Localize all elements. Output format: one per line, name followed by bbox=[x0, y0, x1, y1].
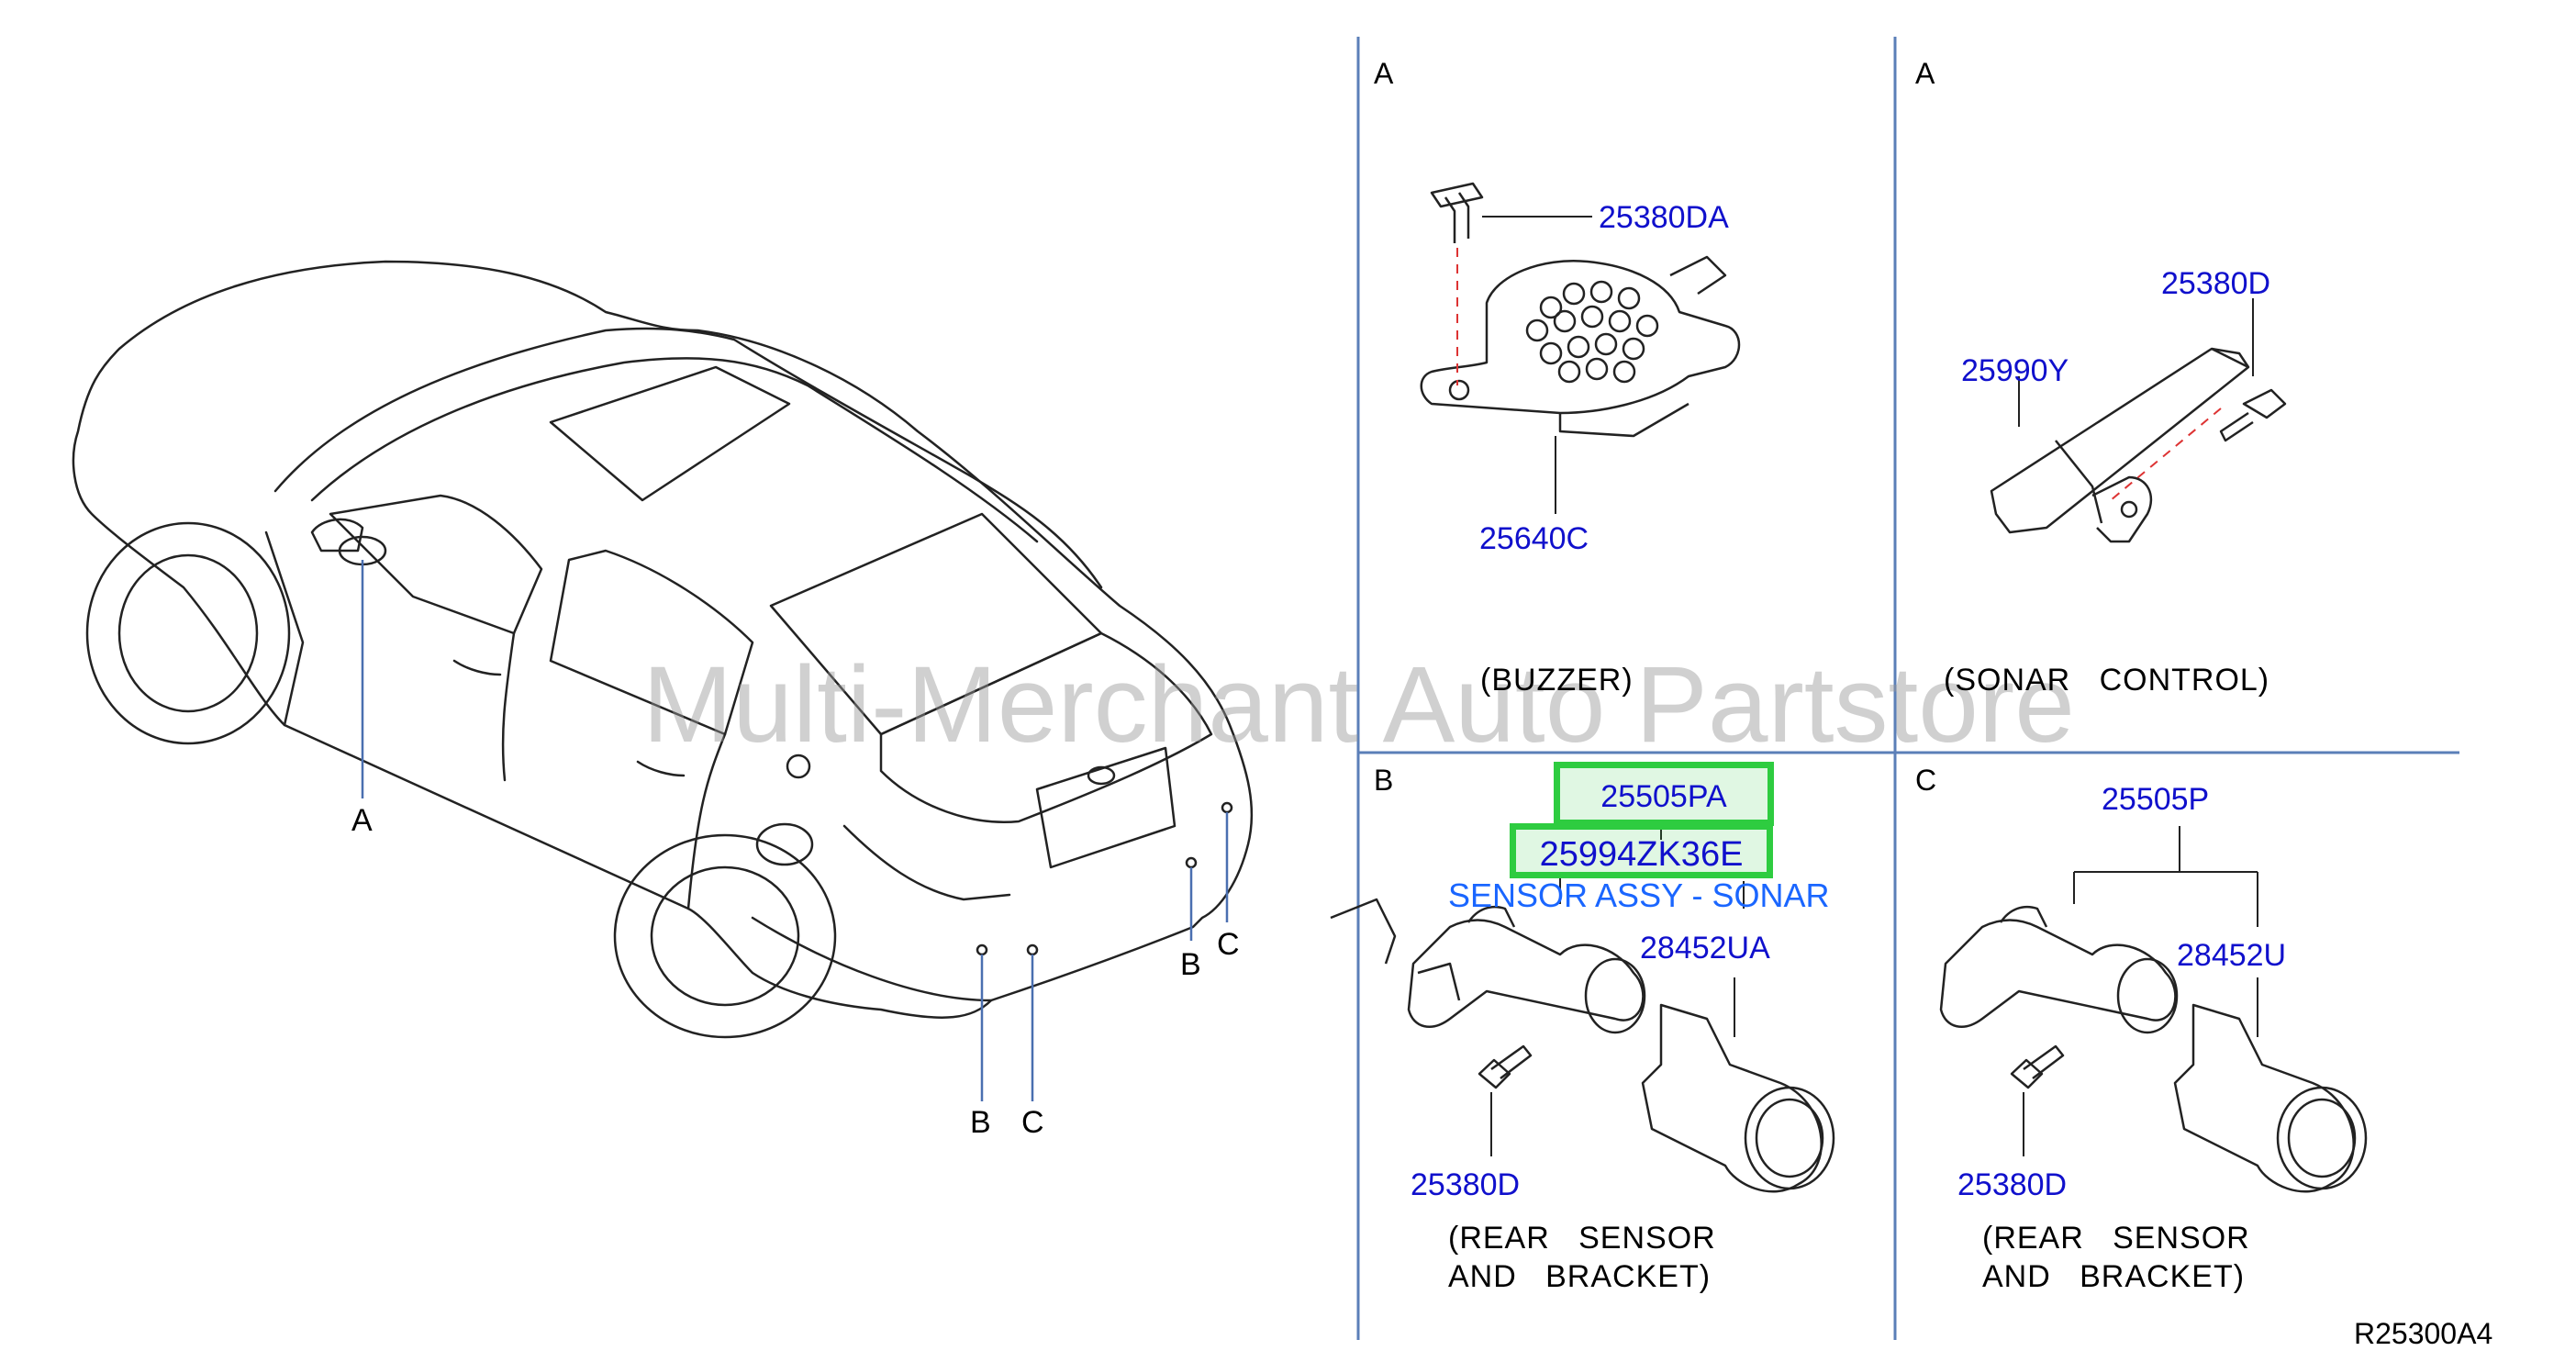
diagram-reference: R25300A4 bbox=[2354, 1317, 2493, 1350]
part-number-28452ua[interactable]: 28452UA bbox=[1640, 931, 1770, 966]
callout-a: A bbox=[351, 803, 373, 838]
car-illustration bbox=[72, 260, 1254, 1039]
callout-b-upper: B bbox=[1180, 947, 1201, 982]
callout-c-upper: C bbox=[1217, 927, 1240, 962]
rear-sensor-c-drawing bbox=[1939, 905, 2368, 1193]
caption-sonar-control: (SONAR CONTROL) bbox=[1944, 663, 2270, 698]
part-number-25505pa: 25505PA bbox=[1600, 779, 1727, 814]
part-number-25994zk36e: 25994ZK36E bbox=[1539, 835, 1744, 874]
rear-sensor-b-drawing bbox=[1330, 898, 1835, 1193]
part-number-25505p[interactable]: 25505P bbox=[2102, 782, 2210, 817]
highlight-25994zk36e[interactable]: 25994ZK36E bbox=[1510, 823, 1773, 878]
caption-rear-b: (REAR SENSOR AND BRACKET) bbox=[1448, 1221, 1716, 1294]
part-number-25380d-sonar[interactable]: 25380D bbox=[2161, 266, 2271, 301]
sonar-control-drawing bbox=[1990, 347, 2287, 543]
part-number-25990y[interactable]: 25990Y bbox=[1961, 353, 2069, 388]
callout-c-lower: C bbox=[1021, 1105, 1044, 1140]
section-label-rear-b: B bbox=[1374, 764, 1394, 797]
section-label-sonar-control: A bbox=[1915, 57, 1935, 90]
section-label-rear-c: C bbox=[1915, 764, 1937, 797]
buzzer-holes bbox=[1525, 280, 1659, 384]
part-number-25380da[interactable]: 25380DA bbox=[1599, 200, 1729, 235]
callout-b-lower: B bbox=[970, 1105, 991, 1140]
highlight-25505pa[interactable]: 25505PA bbox=[1554, 762, 1774, 826]
buzzer-drawing bbox=[1420, 182, 1741, 438]
part-number-25380d-rear-b[interactable]: 25380D bbox=[1411, 1167, 1521, 1202]
part-number-28452u[interactable]: 28452U bbox=[2177, 938, 2287, 973]
part-number-25380d-rear-c[interactable]: 25380D bbox=[1957, 1167, 2068, 1202]
panel-dividers bbox=[1356, 37, 2459, 1340]
car-callout-lines bbox=[361, 560, 1229, 1101]
part-description[interactable]: SENSOR ASSY - SONAR bbox=[1448, 876, 1830, 914]
caption-rear-c: (REAR SENSOR AND BRACKET) bbox=[1982, 1221, 2250, 1294]
part-number-25640c[interactable]: 25640C bbox=[1479, 521, 1589, 556]
caption-buzzer: (BUZZER) bbox=[1480, 663, 1634, 698]
section-label-buzzer: A bbox=[1374, 57, 1394, 90]
